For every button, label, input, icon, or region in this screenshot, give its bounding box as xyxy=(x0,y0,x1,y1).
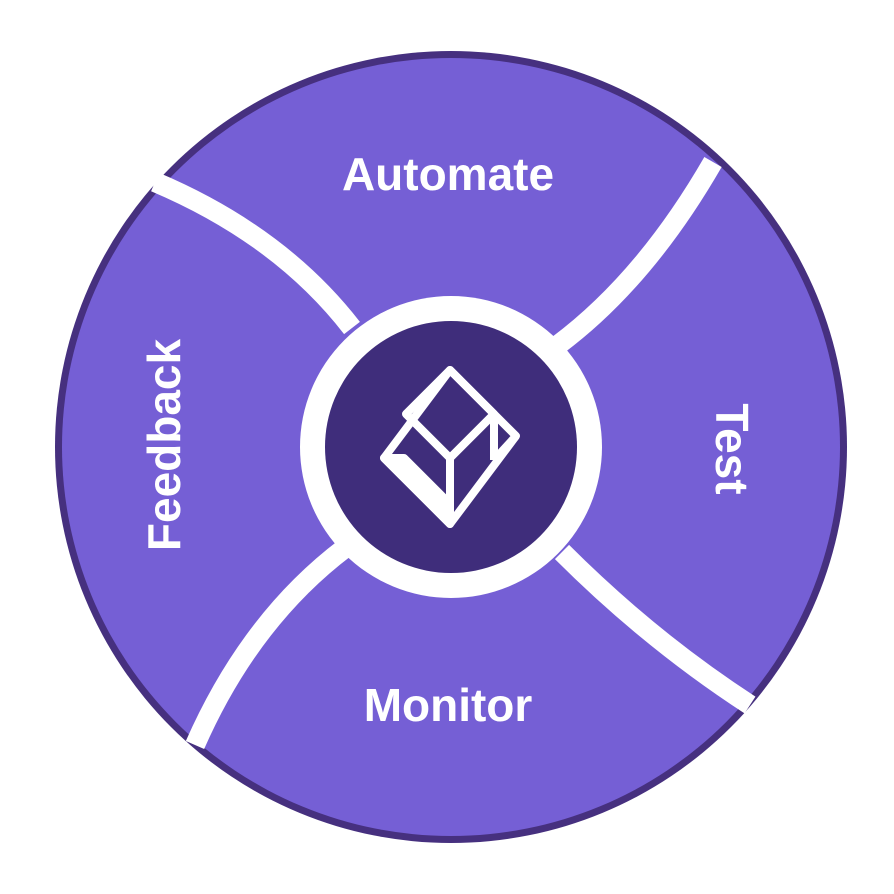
segment-dividers xyxy=(151,157,756,750)
hub-disc xyxy=(325,321,577,573)
segment-label-automate: Automate xyxy=(342,148,554,200)
divider-bottom-right xyxy=(554,544,756,714)
segment-label-test: Test xyxy=(706,403,758,494)
segment-label-monitor: Monitor xyxy=(364,679,533,731)
divider-top-left xyxy=(151,172,360,335)
cube-logo-icon xyxy=(380,366,520,528)
divider-top-right xyxy=(552,157,722,354)
divider-bottom-left xyxy=(185,540,352,750)
segment-label-feedback: Feedback xyxy=(138,338,190,551)
